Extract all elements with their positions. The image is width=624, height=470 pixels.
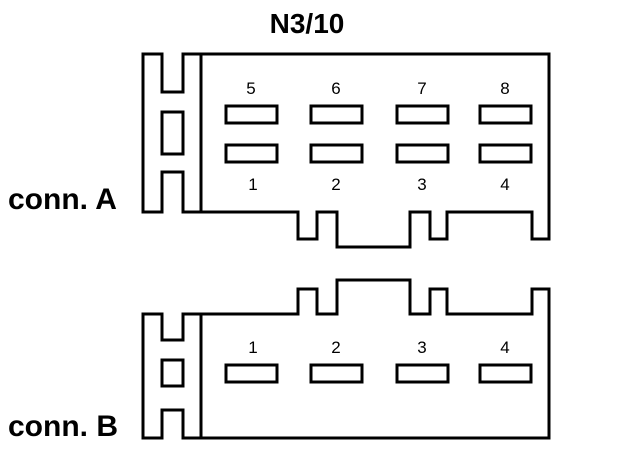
connector-b-label: conn. B	[8, 410, 118, 443]
connector-a-pin-slot-5	[224, 104, 279, 125]
connector-a-pin-label-5: 5	[246, 79, 255, 98]
connector-a-pin-slot-2	[309, 143, 364, 164]
connector-a-pin-label-2: 2	[331, 175, 340, 194]
connector-b-body	[199, 278, 551, 440]
connector-a-pin-label-8: 8	[500, 79, 509, 98]
connector-a-latch-window	[160, 110, 185, 156]
connector-b-pin-label-2: 2	[331, 338, 340, 357]
connector-a-pin-label-4: 4	[500, 175, 509, 194]
connector-a-pin-slot-1	[224, 143, 279, 164]
connector-a-pin-slot-6	[309, 104, 364, 125]
connector-a-pin-slot-3	[395, 143, 450, 164]
connector-b-latch-window	[160, 358, 185, 388]
connector-b-pin-slot-4	[478, 363, 533, 384]
connector-a-latch	[141, 52, 203, 214]
connector-a-pin-slot-7	[395, 104, 450, 125]
connector-a-pin-slot-8	[478, 104, 533, 125]
connector-a-body	[199, 52, 551, 249]
connector-a-label: conn. A	[8, 183, 117, 216]
connector-b-pin-label-1: 1	[248, 338, 257, 357]
connector-b-pin-slot-1	[224, 363, 279, 384]
connector-b-pin-slot-3	[395, 363, 450, 384]
connector-b-pin-slot-2	[309, 363, 364, 384]
connector-a-pin-label-3: 3	[417, 175, 426, 194]
connector-b-pin-label-3: 3	[417, 338, 426, 357]
connector-a: 5 6 7 8 1 2 3 4 conn. A	[8, 52, 551, 249]
connector-b-latch	[141, 312, 203, 440]
diagram-title: N3/10	[270, 8, 345, 39]
connector-a-pin-label-1: 1	[248, 175, 257, 194]
connector-b-pin-label-4: 4	[500, 338, 509, 357]
connector-a-pin-label-6: 6	[331, 79, 340, 98]
connector-b: 1 2 3 4 conn. B	[8, 278, 551, 443]
connector-a-pin-slot-4	[478, 143, 533, 164]
connector-a-pin-label-7: 7	[417, 79, 426, 98]
